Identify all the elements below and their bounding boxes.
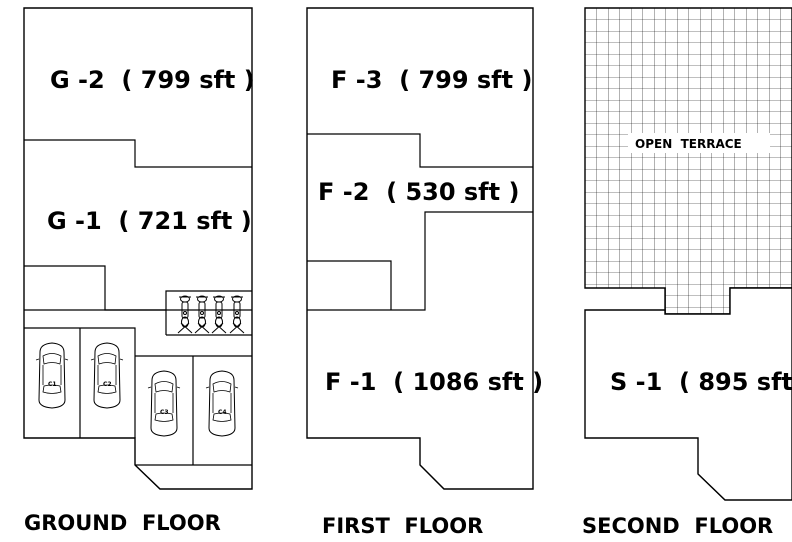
car-label-c1: C1	[48, 381, 57, 388]
unit-s1-area	[584, 287, 792, 501]
second-floor-plan: OPEN TERRACE S -1 ( 895 sft ) SECOND FLO…	[582, 7, 792, 538]
unit-label-f1: F -1 ( 1086 sft )	[325, 368, 543, 396]
unit-label-s1: S -1 ( 895 sft )	[610, 368, 792, 396]
ground-floor-plan: C1 C2 C3 C4 G -2 ( 799 sft ) G -1 ( 721 …	[23, 7, 255, 535]
car-c3	[147, 370, 181, 437]
car-c2	[90, 342, 124, 409]
fold-corner-second	[697, 473, 726, 501]
terrace-label-bg	[628, 133, 770, 153]
unit-label-g2: G -2 ( 799 sft )	[50, 66, 255, 94]
unit-label-f3: F -3 ( 799 sft )	[331, 66, 532, 94]
unit-g2-wall	[24, 139, 252, 168]
car-label-c3: C3	[160, 409, 169, 416]
terrace-label: OPEN TERRACE	[635, 137, 742, 151]
car-c4	[205, 370, 239, 437]
parking-row-1	[24, 327, 136, 438]
floor-label-second: SECOND FLOOR	[582, 514, 773, 538]
floor-label-ground: GROUND FLOOR	[24, 511, 221, 535]
car-label-c2: C2	[103, 381, 112, 388]
car-c1	[35, 342, 69, 409]
bike-bay	[165, 310, 252, 336]
fold-corner	[134, 464, 161, 490]
floor-label-first: FIRST FLOOR	[322, 514, 483, 538]
car-label-c4: C4	[218, 409, 227, 416]
unit-f3-wall	[307, 133, 533, 168]
unit-label-g1: G -1 ( 721 sft )	[47, 207, 252, 235]
fold-corner-first	[419, 464, 445, 490]
first-floor-plan: F -3 ( 799 sft ) F -2 ( 530 sft ) F -1 (…	[306, 7, 543, 538]
unit-label-f2: F -2 ( 530 sft )	[318, 178, 519, 206]
unit-f2-left-wall	[307, 260, 392, 310]
unit-f2-wall	[307, 211, 533, 311]
open-terrace-area	[584, 7, 792, 315]
